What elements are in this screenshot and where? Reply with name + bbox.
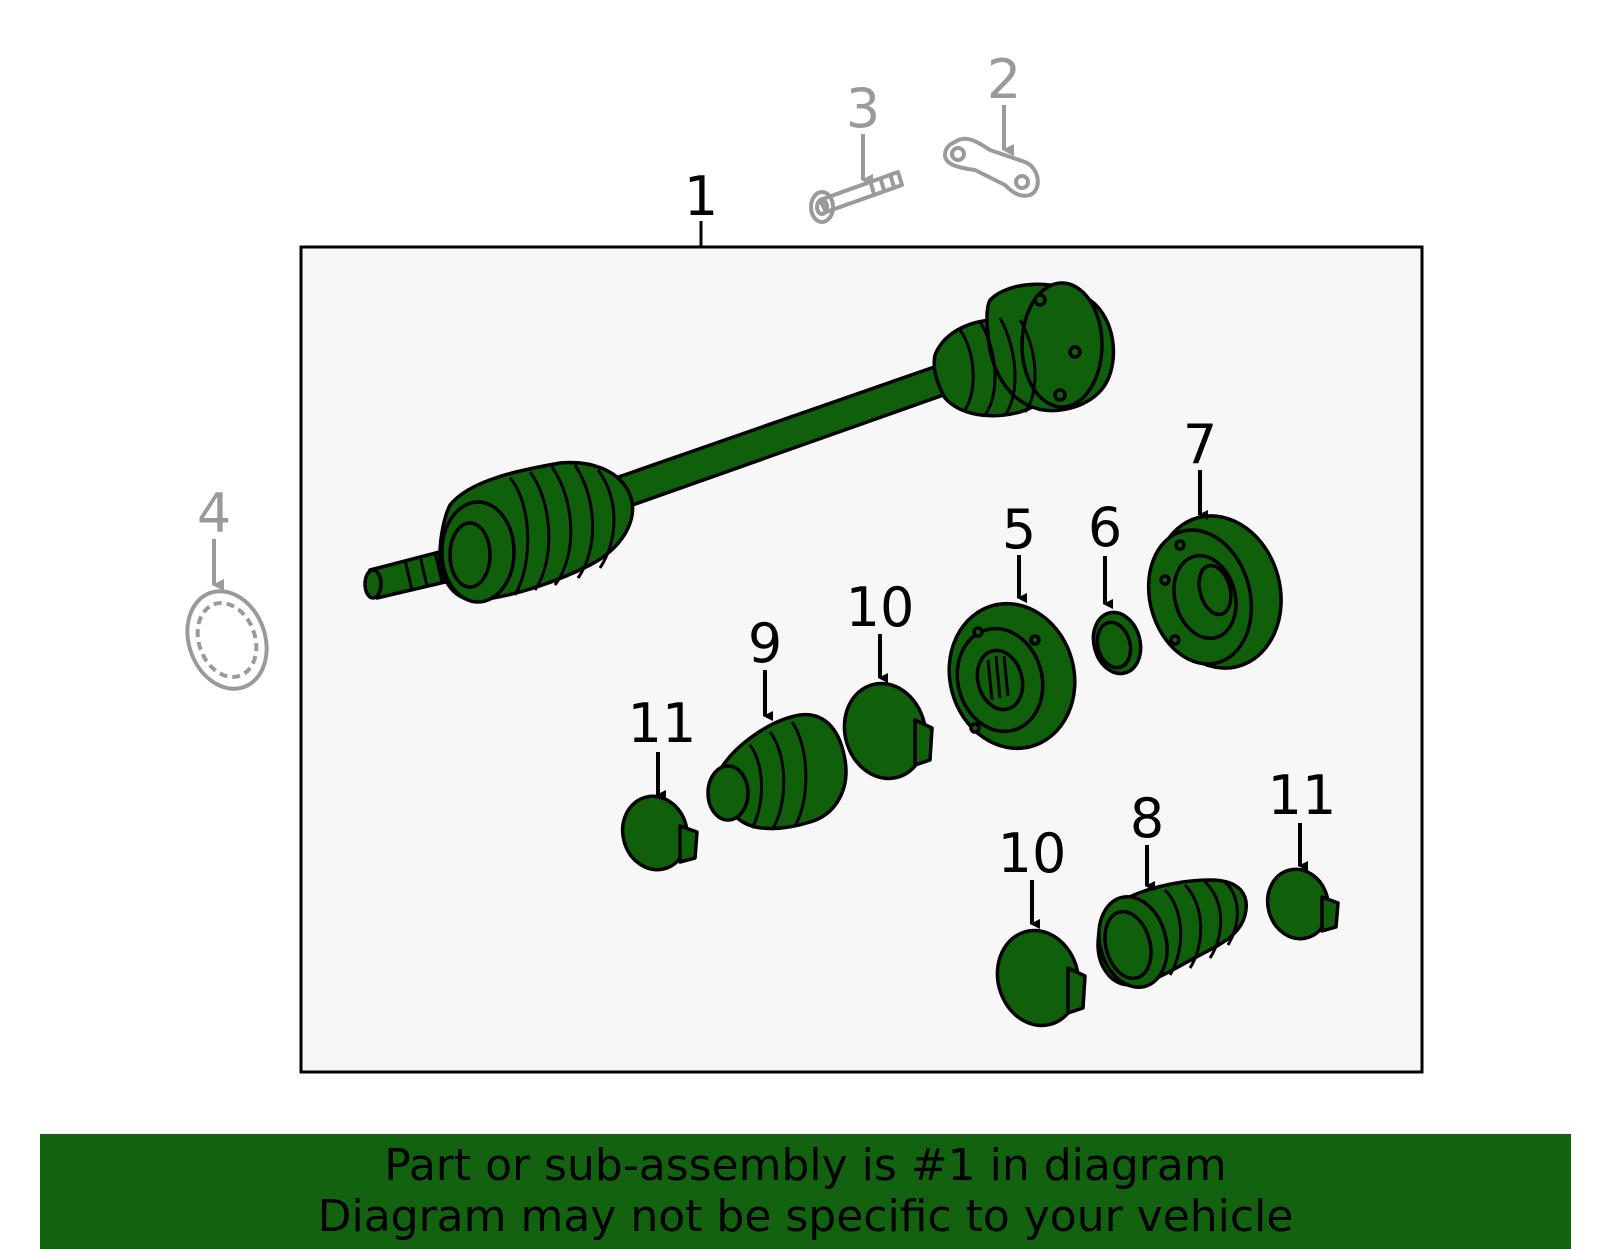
bracket-part[interactable] [943, 136, 1040, 198]
axle-shaft-assembly[interactable] [363, 281, 1116, 604]
snap-ring-part[interactable] [174, 580, 280, 700]
small-clamp-right-part[interactable] [1260, 862, 1340, 945]
banner-line-1: Part or sub-assembly is #1 in diagram [384, 1140, 1227, 1191]
callout-5: 5 [1002, 498, 1036, 561]
joint-housing-part[interactable] [1134, 502, 1298, 683]
callout-3: 3 [846, 77, 880, 140]
callout-9: 9 [748, 612, 782, 675]
boot-clamp-lower-part[interactable] [987, 921, 1089, 1034]
callout-10a: 10 [846, 576, 915, 639]
callout-11b: 11 [1268, 764, 1337, 827]
disclaimer-banner: Part or sub-assembly is #1 in diagram Di… [40, 1134, 1571, 1249]
banner-line-2: Diagram may not be specific to your vehi… [317, 1191, 1294, 1242]
callout-7: 7 [1183, 413, 1217, 476]
upper-boot-part[interactable] [706, 713, 848, 831]
callout-4: 4 [197, 482, 231, 545]
callout-1: 1 [684, 165, 718, 228]
small-clamp-left-part[interactable] [615, 789, 699, 877]
boot-clamp-upper-part[interactable] [834, 674, 936, 787]
inner-cv-joint-part[interactable] [933, 589, 1091, 762]
lower-boot-part[interactable] [1089, 878, 1248, 995]
small-snap-ring-part[interactable] [1087, 607, 1147, 679]
callout-6: 6 [1088, 496, 1122, 559]
callout-11a: 11 [628, 692, 697, 755]
callout-8: 8 [1130, 787, 1164, 850]
callout-2: 2 [987, 48, 1021, 111]
bolt-part[interactable] [809, 170, 904, 224]
callout-10b: 10 [998, 822, 1067, 885]
